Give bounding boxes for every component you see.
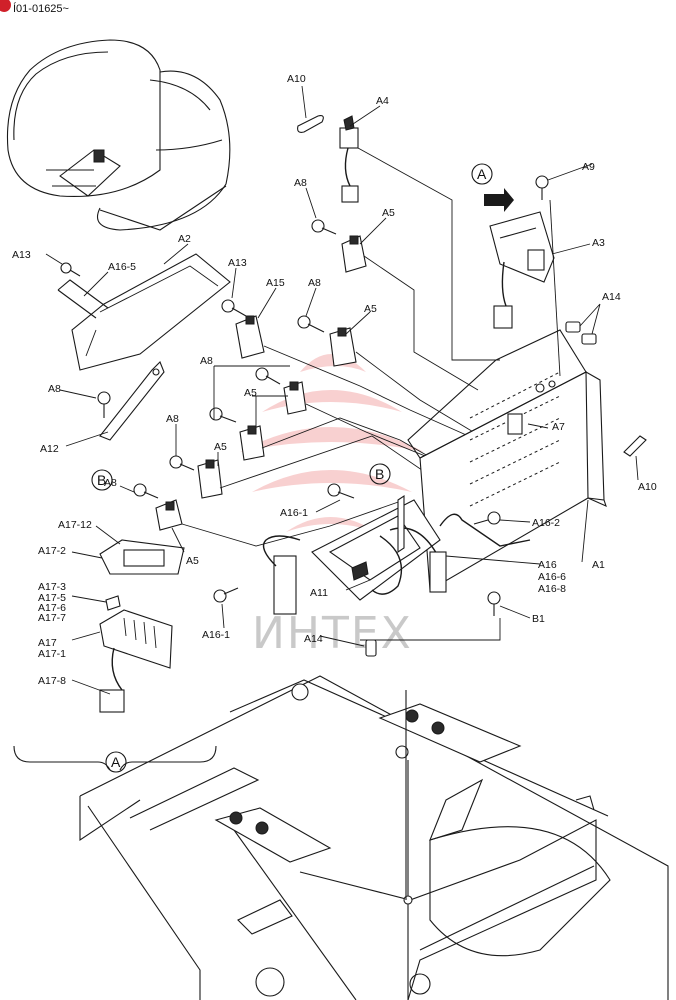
callout-a16: A16: [538, 559, 557, 571]
drawing-code: Í01-01625~: [13, 2, 69, 15]
callout-a11: A11: [310, 587, 328, 599]
leader-lines: [45, 85, 639, 695]
fuse-a17-3: [105, 595, 121, 611]
detail-marker-b-center-label: B: [375, 466, 384, 482]
relay-a15: [235, 315, 265, 359]
bolt-a8-row5: [169, 455, 195, 471]
detail-marker-a-view-label: A: [111, 754, 121, 770]
callout-a3: A3: [592, 237, 605, 249]
bolt-a8-row4: [209, 407, 237, 423]
callout-a17-2: A17-2: [38, 545, 66, 557]
callout-a8-row3: A8: [200, 355, 213, 367]
callout-a5-row4: A5: [214, 441, 227, 453]
detail-marker-b-left: B: [91, 469, 113, 491]
bolt-a16-1-lower: [213, 587, 239, 603]
terminal-board-assembly: [262, 494, 531, 615]
bolt-a8-top: [311, 219, 337, 235]
bolt-a16-2: [473, 511, 501, 525]
panel-cover-a2: [71, 253, 231, 371]
fuse-a10-top: [297, 115, 324, 133]
callout-a13-upper: A13: [12, 249, 31, 261]
callout-a15: A15: [266, 277, 285, 289]
corner-marker-icon: [0, 0, 11, 12]
bolt-b1: [487, 591, 501, 616]
callout-a14-right: A14: [602, 291, 621, 303]
detail-marker-a-view: A: [105, 751, 127, 773]
callout-a16-6: A16-6: [538, 571, 566, 583]
watermark-text: ИНТЕХ: [252, 608, 413, 659]
callout-a5-row3: A5: [244, 387, 257, 399]
fuse-box-cover-a17-2: [99, 539, 185, 575]
clip-a14-pair: [565, 321, 597, 345]
callout-a14-lower: A14: [304, 633, 323, 645]
callout-a16-5: A16-5: [108, 261, 136, 273]
callout-a7: A7: [552, 421, 565, 433]
callout-a17: A17: [38, 637, 57, 649]
bolt-a13-mid: [221, 299, 247, 317]
callout-a17-7: A17-7: [38, 612, 66, 624]
callout-a16-2: A16-2: [532, 517, 560, 529]
callout-a16-1-lower: A16-1: [202, 629, 230, 641]
spacer-a14: [365, 639, 377, 657]
bolt-a8-row3: [255, 367, 281, 385]
callout-a5-top: A5: [382, 207, 395, 219]
callout-a17-8: A17-8: [38, 675, 66, 687]
callout-a10-right: A10: [638, 481, 657, 493]
detail-marker-b-center: B: [369, 463, 391, 485]
main-bracket-a1: [407, 329, 607, 591]
callout-a17-1: A17-1: [38, 648, 66, 660]
switch-a4: [339, 115, 359, 203]
bolt-a16-1-upper: [327, 483, 355, 499]
watermark-logo: [240, 354, 424, 532]
callout-a17-12: A17-12: [58, 519, 92, 531]
callout-a8-left: A8: [48, 383, 61, 395]
relay-a5-4: [239, 425, 265, 461]
part-callouts: A10 A4 A9 A8 A5 A3 A2 A13 A13 A16-5 A15 …: [12, 73, 657, 687]
callout-a4: A4: [376, 95, 389, 107]
floor-bracket-assembly: [214, 690, 597, 1000]
callout-a5-mid: A5: [364, 303, 377, 315]
callout-a17-6: A17-6: [38, 602, 66, 614]
detail-marker-b-left-label: B: [97, 472, 106, 488]
bolt-a8-left: [97, 391, 111, 418]
callout-a17-3: A17-3: [38, 581, 66, 593]
fuse-a10-right: [623, 435, 647, 457]
connector-bracket-a3: [489, 199, 561, 377]
bolt-a8-mid: [297, 315, 325, 333]
callout-a13-mid: A13: [228, 257, 247, 269]
floor-frame: [79, 675, 669, 1000]
callout-a17-5: A17-5: [38, 592, 66, 604]
relay-a5-3: [283, 381, 307, 415]
callout-a2: A2: [178, 233, 191, 245]
relay-a5-1: [341, 235, 367, 273]
callout-a10-top: A10: [287, 73, 306, 85]
callout-a8-row4: A8: [166, 413, 179, 425]
callout-a8-mid: A8: [308, 277, 321, 289]
callout-a16-8: A16-8: [538, 583, 566, 595]
machine-cab-thumbnail: [6, 39, 231, 231]
bolt-a8-row6: [133, 483, 159, 499]
relay-a5-2: [329, 327, 357, 367]
view-arrow-icon: [484, 188, 514, 212]
callout-b1: B1: [532, 613, 545, 625]
fuse-box-a17: [99, 609, 173, 713]
callout-a8-top: A8: [294, 177, 307, 189]
bolt-a13-upper: [60, 262, 81, 277]
callout-a8-row6: A8: [104, 477, 117, 489]
detail-marker-a-top-label: A: [477, 166, 487, 182]
callout-a5-row6: A5: [186, 555, 199, 567]
relay-a5-5: [197, 459, 223, 499]
detail-marker-a-top: A: [471, 163, 493, 185]
callout-a9: A9: [582, 161, 595, 173]
rod-a16-5: [57, 279, 109, 319]
relay-a5-6: [155, 499, 183, 531]
callout-a16-1-upper: A16-1: [280, 507, 308, 519]
bolt-a9: [535, 175, 549, 200]
callout-a12: A12: [40, 443, 59, 455]
bracket-a12: [99, 361, 165, 441]
callout-a1: A1: [592, 559, 605, 571]
